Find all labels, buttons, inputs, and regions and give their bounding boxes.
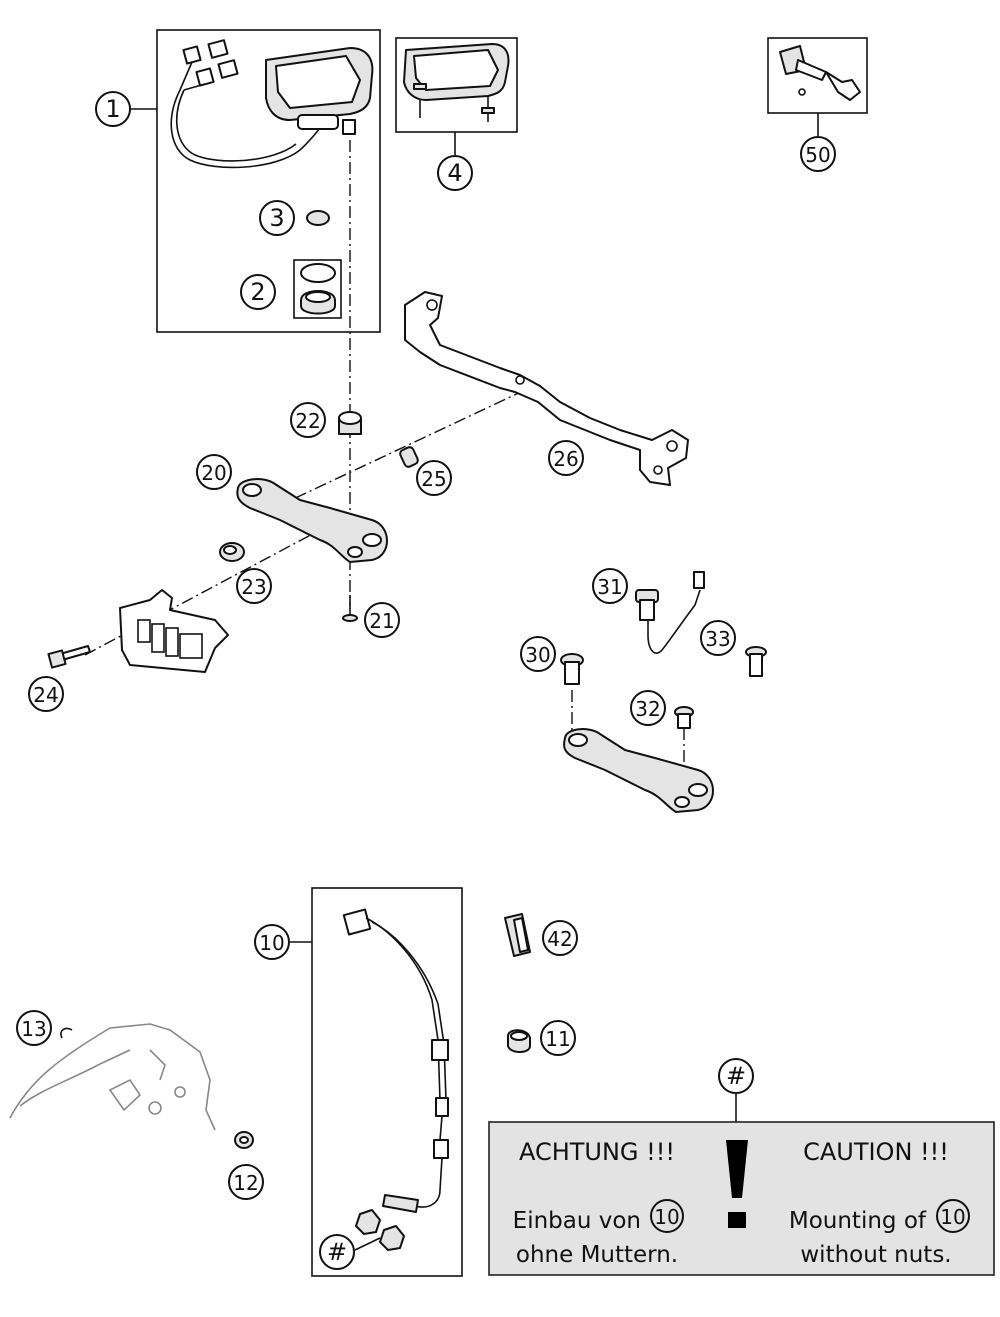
callout-number-c33: 33 [705,627,730,651]
clamp-part-11 [507,1029,531,1053]
callout-circle-c20 [196,454,232,490]
group-box-10 [311,887,463,1277]
plug-part-33 [745,646,767,677]
callout-number-c22: 22 [295,409,320,433]
group-box-2 [293,259,342,319]
callout-number-hash-top: # [726,1062,746,1090]
callout-number-c26: 26 [553,447,578,471]
caution-english-line1: Mounting of [789,1208,927,1234]
callout-circle-c33 [700,620,736,656]
bridge-part-20 [236,478,388,563]
callout-number-c23: 23 [241,575,266,599]
callout-circle-c11 [540,1020,576,1056]
leader-hash-bottom [354,1237,381,1251]
callout-circle-c4 [437,155,473,191]
callout-circle-c50 [800,136,836,172]
callout-number-hash-bottom: # [327,1238,347,1266]
display-part-4 [403,43,510,122]
callout-circle-c32 [630,690,666,726]
callout-number-c42: 42 [547,927,572,951]
speedometer-part-1 [170,39,374,169]
callout-circle-c10 [254,924,290,960]
callout-number-c21: 21 [369,609,394,633]
knob-part-2 [300,263,336,315]
spacer-part-12 [234,1131,254,1149]
callout-number-c4: 4 [447,159,462,187]
bushing-part-25 [399,446,419,468]
callout-circle-c12 [228,1164,264,1200]
callout-circle-c25 [416,460,452,496]
callout-number-c25: 25 [421,467,446,491]
callout-number-c30: 30 [525,643,550,667]
caution-german-title: ACHTUNG !!! [519,1138,675,1166]
caution-english-line2: without nuts. [800,1242,951,1268]
brake-disc-part-13 [9,1023,216,1131]
callout-number-c1: 1 [105,95,120,123]
cap-part-3 [306,210,330,226]
group-box-1 [156,29,381,333]
callout-number-caution-box-english-ref: 10 [940,1205,965,1229]
callout-number-c11: 11 [545,1027,570,1051]
callout-number-c2: 2 [250,278,265,306]
holder-plate [119,589,229,673]
callout-circle-c21 [364,602,400,638]
grommet-part-22 [338,411,362,435]
caution-german-line2: ohne Muttern. [516,1242,678,1268]
sensor-cable-part-10 [342,908,449,1251]
callout-number-c24: 24 [33,683,58,707]
caution-english-title: CAUTION !!! [803,1138,949,1166]
callout-circle-c42 [542,920,578,956]
callout-number-c32: 32 [635,697,660,721]
callout-circle-c22 [290,402,326,438]
callout-number-c12: 12 [233,1171,258,1195]
callout-circle-c13 [16,1010,52,1046]
callout-circle-c24 [28,676,64,712]
screw-part-21 [342,595,358,622]
exclamation-dot-icon [728,1212,746,1228]
callout-circle-caution-box-german-ref [650,1199,684,1233]
callout-number-c13: 13 [21,1017,46,1041]
grommet-part-23 [219,542,245,562]
plug-part-30 [560,653,584,685]
group-box-4 [395,37,518,133]
callout-circle-c2 [240,274,276,310]
clip-part-42 [504,913,531,957]
caution-german-line1: Einbau von [513,1208,641,1234]
callout-circle-hash-top [718,1058,754,1094]
callout-circle-c1 [95,91,131,127]
callout-number-c3: 3 [269,204,284,232]
callout-circle-c30 [520,636,556,672]
callout-circle-c31 [592,568,628,604]
callout-circle-c23 [236,568,272,604]
callout-number-c20: 20 [201,461,226,485]
callout-number-c10: 10 [259,931,284,955]
bridge-part-32 [563,706,714,813]
lock-part-50 [779,45,861,101]
callout-circle-c3 [259,200,295,236]
axis-bracket-26 [269,389,526,511]
switch-part-31 [635,571,705,654]
callout-number-caution-box-german-ref: 10 [654,1205,679,1229]
bolt-part-24 [47,645,91,669]
callout-number-c50: 50 [805,143,830,167]
exclamation-mark-icon [726,1140,748,1198]
bracket-part-26 [404,291,689,486]
callout-circle-hash-bottom [319,1234,355,1270]
callout-circle-caution-box-english-ref [936,1199,970,1233]
callout-circle-c26 [548,440,584,476]
callout-number-c31: 31 [597,575,622,599]
